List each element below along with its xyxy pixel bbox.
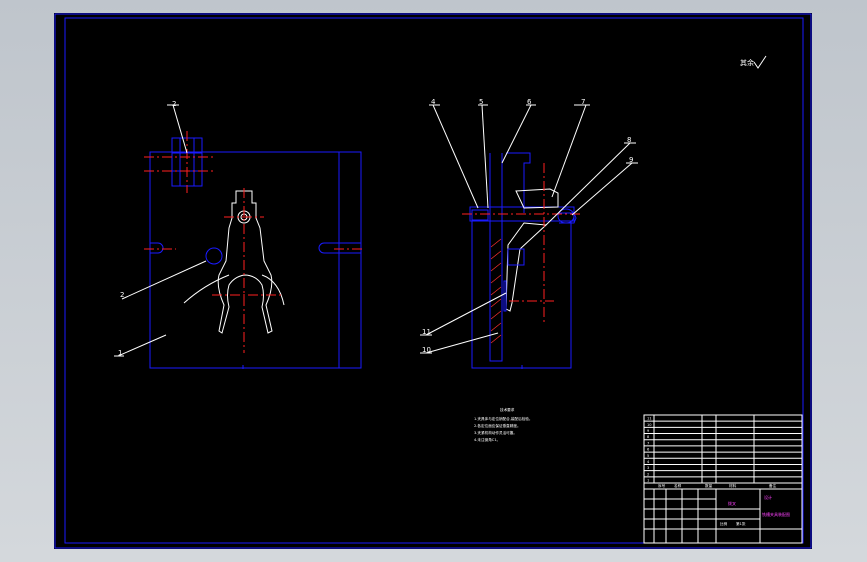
side-workpiece-head — [515, 188, 559, 209]
label-1: 1 — [118, 349, 122, 357]
drawing-canvas[interactable]: 其余 — [54, 13, 812, 549]
parts-list-rows: 11 10 9 8 7 6 5 4 3 2 1 — [644, 417, 802, 483]
bom-row-index: 6 — [647, 448, 650, 452]
label-2-left: 2 — [120, 291, 124, 299]
title-block: 11 10 9 8 7 6 5 4 3 2 1 序号 名称 数量 材料 备注 — [643, 414, 803, 544]
label-10: 10 — [422, 346, 431, 354]
label-8: 8 — [627, 136, 631, 144]
side-view: 4 5 6 7 8 9 11 10 — [420, 98, 638, 369]
label-7: 7 — [581, 98, 585, 106]
label-6: 6 — [527, 98, 532, 106]
label-5: 5 — [479, 98, 483, 106]
bom-row-index: 10 — [647, 423, 652, 427]
drawing-svg: 其余 — [54, 13, 812, 549]
bom-row-index: 7 — [647, 441, 649, 445]
fixture-body — [149, 151, 362, 369]
outer-frame — [54, 13, 812, 549]
title-block-frame — [643, 414, 803, 544]
notes-title: 技术要求 — [500, 407, 515, 412]
bom-row-index: 1 — [647, 479, 649, 483]
inner-frame — [64, 17, 804, 544]
notes-line-3: 3.夹紧机构动作灵活可靠。 — [474, 430, 517, 435]
technical-notes: 技术要求 1.夹具体与定位销配合,装配后检验。 2.各定位面应保证垂直精度。 3… — [474, 407, 532, 442]
roughness-symbol: 其余 — [740, 55, 767, 69]
bom-row-index: 9 — [647, 429, 650, 433]
footer-sheet: 第1张 — [736, 521, 746, 526]
header-name: 名称 — [674, 483, 682, 488]
label-4: 4 — [431, 98, 436, 106]
side-hatching — [490, 238, 502, 344]
drawing-name: 铣槽夹具装配图 — [762, 511, 790, 517]
bom-row-index: 4 — [647, 460, 650, 464]
label-9: 9 — [629, 156, 633, 164]
notes-line-2: 2.各定位面应保证垂直精度。 — [474, 423, 521, 428]
side-body — [471, 220, 572, 369]
company: 设计 — [764, 494, 772, 500]
fork-workpiece — [217, 190, 273, 334]
label-11: 11 — [422, 328, 431, 336]
bom-row-index: 8 — [647, 435, 650, 439]
bom-row-index: 3 — [647, 466, 649, 470]
header-material: 材料 — [729, 483, 737, 488]
footer-scale: 比例 — [720, 521, 728, 526]
notes-line-4: 4.未注倒角C1。 — [474, 437, 500, 442]
bom-row-index: 5 — [647, 454, 649, 458]
notes-line-1: 1.夹具体与定位销配合,装配后检验。 — [474, 416, 532, 421]
bom-row-index: 2 — [647, 472, 649, 476]
locating-pin — [205, 247, 223, 265]
part-title: 拨叉 — [728, 500, 736, 506]
front-view: 2 2 1 — [114, 100, 364, 369]
header-index: 序号 — [658, 483, 666, 488]
header-remark: 备注 — [769, 483, 777, 488]
roughness-text: 其余 — [740, 58, 754, 67]
bom-row-index: 11 — [647, 417, 652, 421]
header-qty: 数量 — [705, 483, 713, 488]
label-2-top: 2 — [172, 100, 176, 108]
